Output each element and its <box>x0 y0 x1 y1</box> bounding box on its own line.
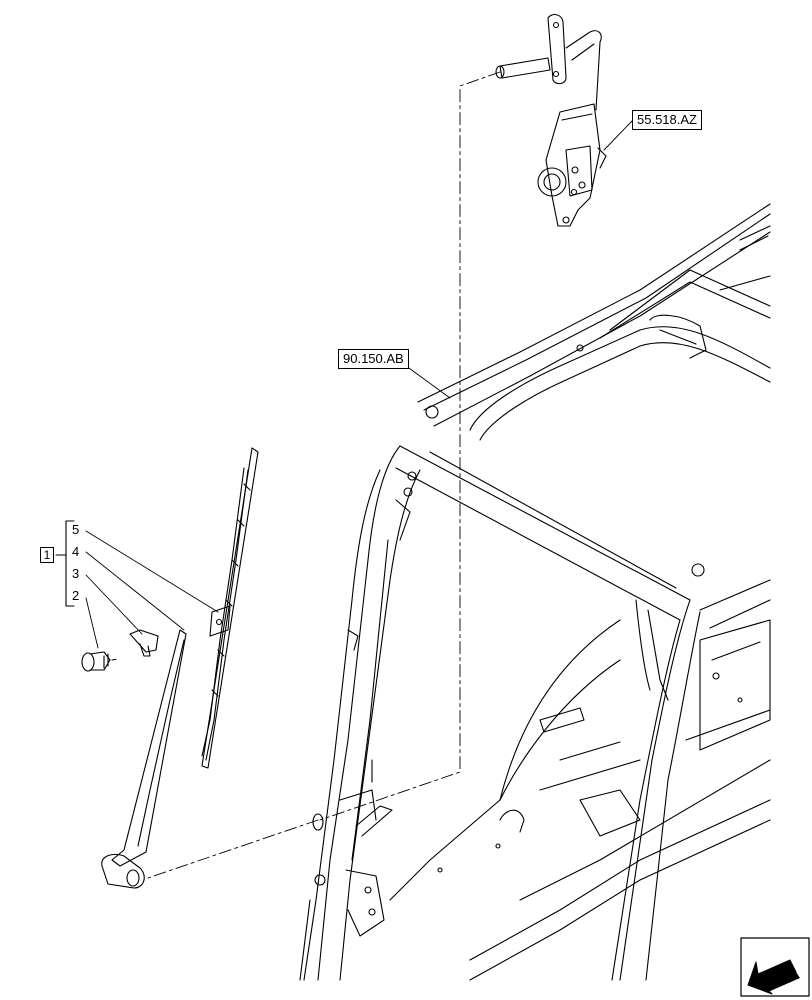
screw-part <box>81 651 119 672</box>
leader-line-upper <box>603 120 633 151</box>
group-bracket <box>55 520 75 607</box>
cap-part <box>129 629 159 657</box>
callout-item-5: 5 <box>72 522 80 537</box>
callout-leaders <box>85 359 451 649</box>
alignment-lines <box>147 71 501 879</box>
callout-item-4: 4 <box>72 544 80 559</box>
callout-item-2: 2 <box>72 588 80 603</box>
wiper-motor-assembly <box>495 13 607 227</box>
reference-upper[interactable]: 55.518.AZ <box>632 110 702 130</box>
reference-middle[interactable]: 90.150.AB <box>338 349 409 369</box>
wiper-arm <box>101 629 187 889</box>
cab-structure <box>299 203 771 981</box>
group-number: 1 <box>40 547 54 563</box>
callout-item-3: 3 <box>72 566 80 581</box>
wiper-blade <box>201 447 259 769</box>
arrow-next-icon[interactable] <box>740 937 810 997</box>
